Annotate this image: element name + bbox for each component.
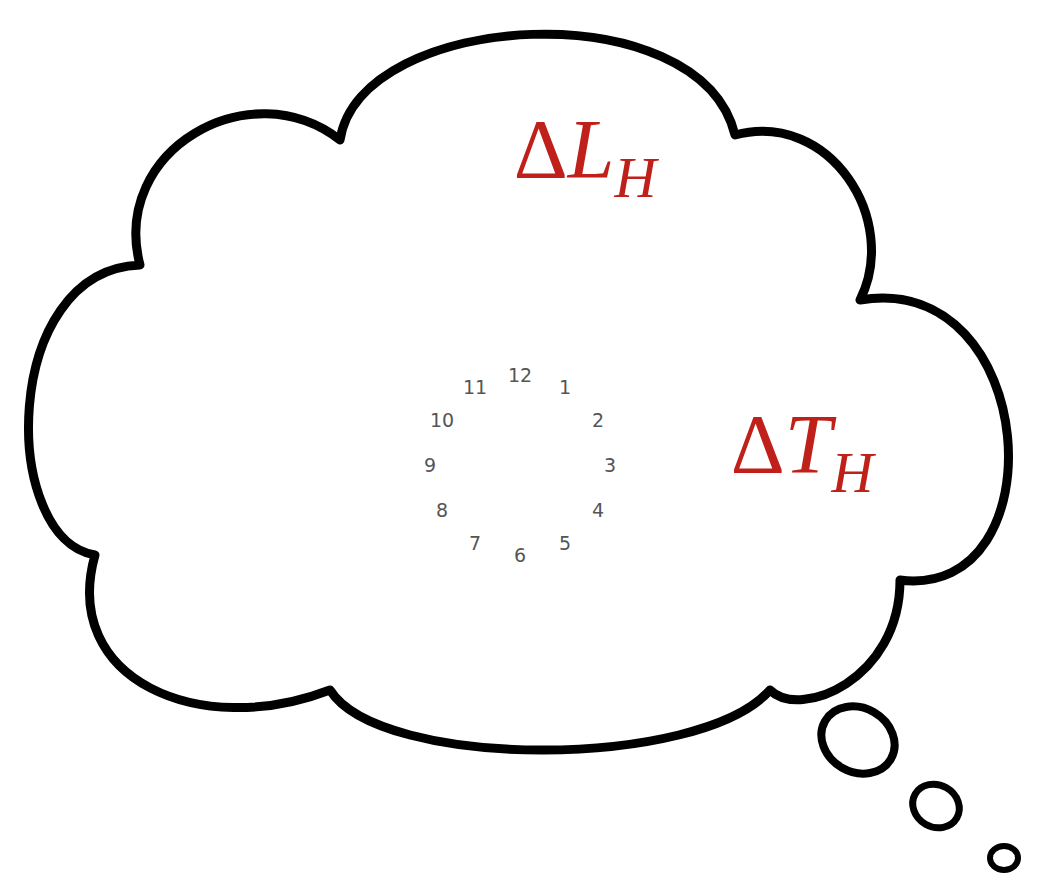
clock-numeral: 4 [592, 501, 604, 520]
clock-numeral: 10 [430, 411, 454, 430]
thought-bubbles [809, 693, 1018, 870]
clock-numeral: 2 [592, 411, 604, 430]
clock-numeral: 12 [508, 366, 532, 385]
clock-numeral: 1 [559, 378, 571, 397]
thought-cloud: ΔLH ΔTH [10, 10, 1030, 780]
cloud-border [29, 34, 1009, 750]
clock-numeral: 8 [436, 501, 448, 520]
clock-numeral: 9 [424, 456, 436, 475]
bubble [809, 693, 907, 786]
clock-numeral: 5 [559, 533, 571, 552]
clock-numeral: 11 [463, 378, 487, 397]
clock-numeral: 3 [604, 456, 616, 475]
quantity-label: ΔLH [514, 108, 657, 192]
bubble [905, 776, 968, 836]
quantity-label: ΔTH [731, 403, 874, 487]
clock-numeral: 7 [469, 533, 481, 552]
bubble [990, 846, 1018, 870]
clock-numeral: 6 [514, 546, 526, 565]
